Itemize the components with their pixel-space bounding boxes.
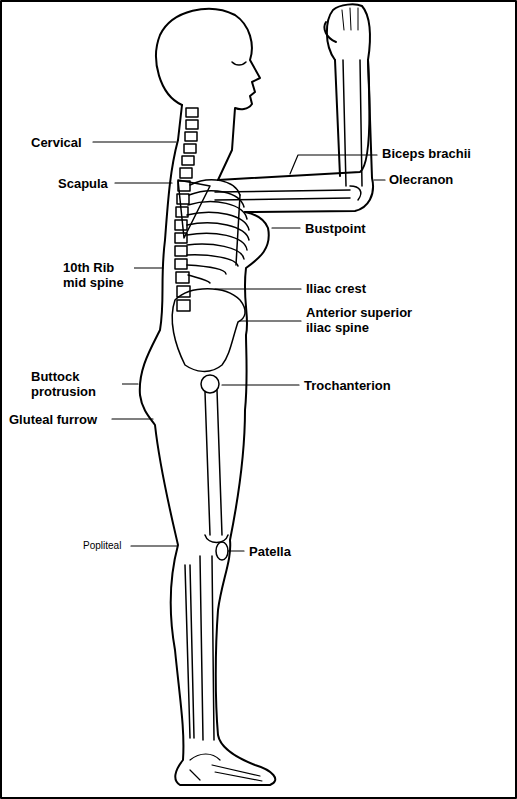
arm-lower-outline [245,60,373,212]
landmark-label: Iliac crest [305,281,367,296]
landmark-label: Cervical [30,135,83,150]
ribcage [187,180,249,283]
leader-lines [93,142,385,551]
landmark-label: 10th Rib mid spine [62,260,134,290]
landmark-label: Gluteal furrow [8,412,98,427]
head-outline [156,9,260,180]
eye [232,62,246,65]
scapula [178,180,210,238]
lower-leg-bones [185,556,214,740]
finger-bones [342,8,358,30]
landmark-label: Trochanterion [303,378,392,393]
arm-top-outline [218,60,369,180]
body-outline [140,140,275,785]
thumb [324,22,336,42]
pelvis [172,289,245,372]
neck-back [178,105,182,140]
landmark-label: Buttock protrusion [30,369,122,399]
landmark-label: Popliteal [82,540,122,552]
landmark-label: Scapula [57,176,109,191]
foot-bones [190,754,262,781]
spine [175,108,198,311]
patella [216,542,228,560]
landmark-label: Olecranon [388,172,454,187]
landmark-label: Anterior superior iliac spine [305,305,437,335]
landmark-label: Bustpoint [304,221,367,236]
humerus [215,190,350,200]
hand [327,4,370,60]
femur [205,390,228,543]
landmark-label: Biceps brachii [381,146,472,161]
forearm-bones [343,60,362,186]
elbow-joint [350,186,361,200]
forearm-front [335,60,340,176]
landmark-label: Patella [248,544,292,559]
